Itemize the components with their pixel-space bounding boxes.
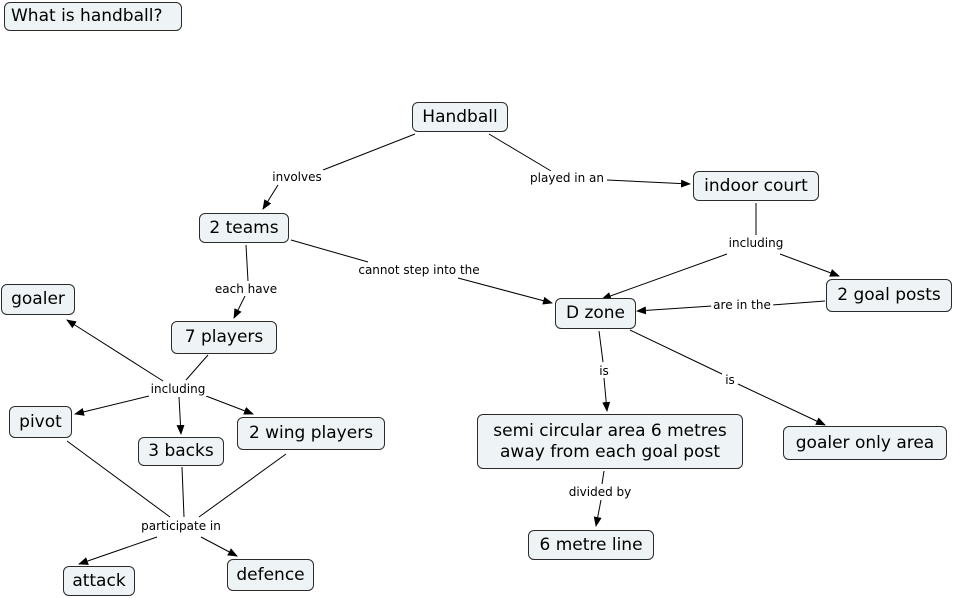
concept-2-wing-players[interactable]: 2 wing players [237, 417, 385, 450]
arrow-including-d-zone [601, 253, 728, 300]
arrow-are-in-d-zone [636, 305, 713, 315]
concept-2-teams[interactable]: 2 teams [199, 213, 289, 243]
map-title: What is handball? [4, 2, 182, 31]
line-handball-involves [322, 133, 416, 171]
arrow-is-goaler-only [737, 383, 826, 426]
link-label-each-have: each have [212, 282, 280, 296]
concept-pivot[interactable]: pivot [9, 406, 72, 438]
link-label-involves: involves [270, 170, 324, 184]
line-goal-posts-are-in [771, 300, 826, 306]
link-label-divided-by: divided by [566, 485, 634, 499]
arrow-participate-defence [200, 536, 238, 557]
concept-goaler[interactable]: goaler [1, 284, 75, 315]
concept-6-metre-line[interactable]: 6 metre line [528, 530, 654, 560]
line-teams-cannot-step [290, 239, 369, 263]
arrow-played-in-indoor-court [606, 179, 691, 188]
concept-defence[interactable]: defence [227, 559, 314, 591]
arrow-cannot-step-d-zone [457, 277, 553, 305]
concept-7-players[interactable]: 7 players [171, 321, 277, 354]
link-label-is-goaler: is [723, 373, 737, 387]
arrow-including-goaler [66, 319, 164, 382]
arrow-divided-by-metre-line [593, 499, 602, 527]
concept-goaler-only-area[interactable]: goaler only area [783, 426, 947, 460]
line-wing-participate [198, 453, 287, 518]
concept-semi-circular-area[interactable]: semi circular area 6 metres away from ea… [477, 414, 743, 469]
line-d-zone-is-semi [598, 330, 604, 363]
arrow-involves-2-teams [262, 184, 279, 210]
arrow-including-pivot [74, 395, 150, 416]
link-label-is-semi: is [597, 364, 611, 378]
link-label-participate-in: participate in [139, 519, 223, 533]
line-backs-participate [181, 466, 185, 518]
link-label-are-in-the: are in the [711, 298, 773, 312]
arrow-including-goal-posts [779, 253, 840, 277]
concept-3-backs[interactable]: 3 backs [138, 437, 224, 466]
line-teams-each-have [245, 244, 249, 282]
link-label-played-in-an: played in an [528, 171, 606, 185]
concept-handball[interactable]: Handball [412, 102, 508, 132]
concept-2-goal-posts[interactable]: 2 goal posts [826, 279, 952, 312]
line-players-including [185, 354, 209, 381]
arrow-including-wing-players [205, 395, 254, 415]
arrow-each-have-7-players [233, 295, 246, 319]
arrow-including-3-backs [176, 396, 185, 435]
arrow-participate-attack [78, 536, 158, 565]
link-label-including-players: including [148, 382, 208, 396]
line-handball-played-in [488, 133, 552, 172]
link-label-including-court: including [726, 236, 786, 250]
link-label-cannot-step-into-the: cannot step into the [356, 263, 482, 277]
concept-attack[interactable]: attack [63, 566, 135, 596]
line-semi-divided-by [601, 470, 605, 485]
arrow-is-semi-circular [602, 377, 611, 412]
concept-d-zone[interactable]: D zone [555, 298, 636, 329]
concept-indoor-court[interactable]: indoor court [693, 171, 819, 201]
line-d-zone-is-goaler [629, 329, 723, 375]
line-pivot-participate [66, 440, 171, 518]
